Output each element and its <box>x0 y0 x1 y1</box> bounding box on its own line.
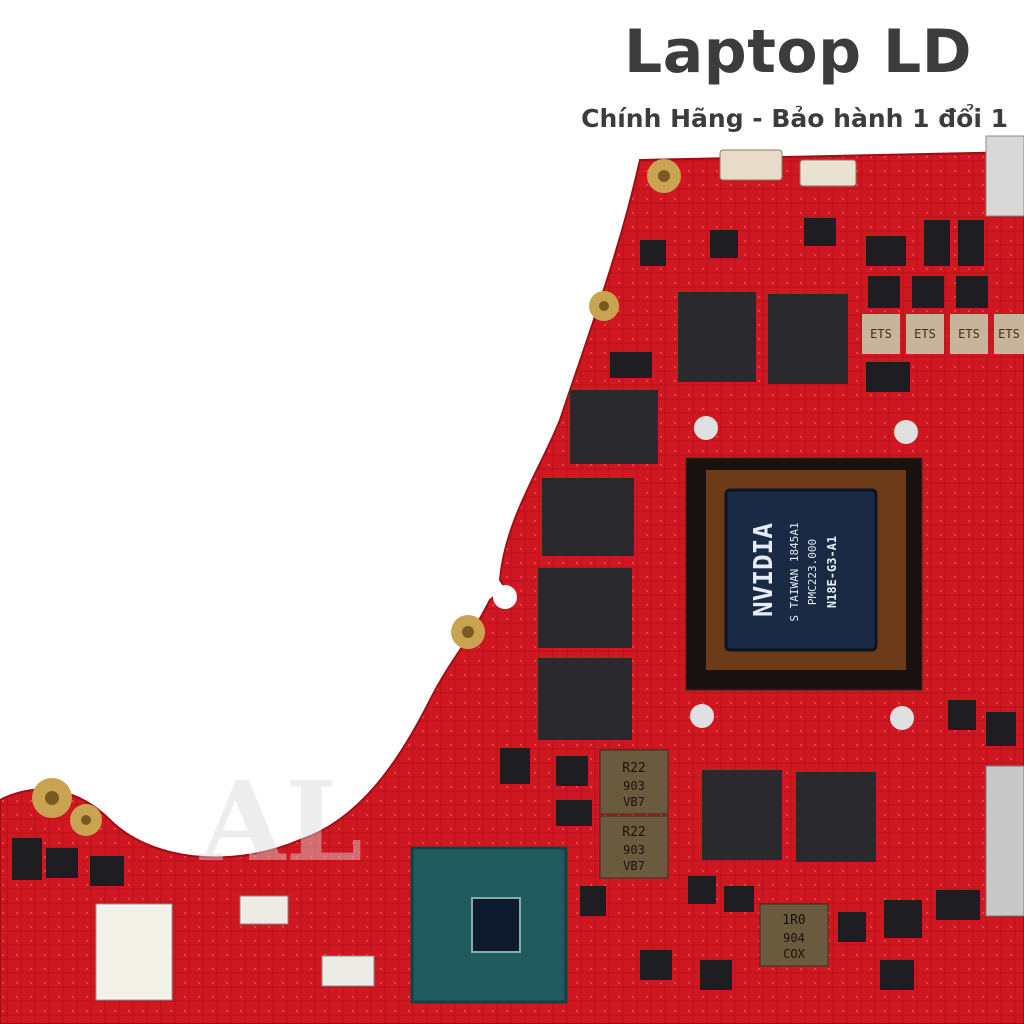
brand-subtitle: Chính Hãng - Bảo hành 1 đổi 1 <box>581 104 1008 133</box>
usb-port <box>985 135 1024 217</box>
vram-chip <box>570 390 658 464</box>
gpu-die <box>724 488 878 652</box>
inductor-marking: VB7 <box>623 795 645 809</box>
small-inductor-marking: ETS <box>998 327 1020 341</box>
top-connector <box>719 149 783 181</box>
board-notch <box>493 585 517 609</box>
inductor-marking: 903 <box>623 779 645 793</box>
top-connector <box>799 159 857 187</box>
gpu-marking-line: PMC223.000 <box>806 539 819 605</box>
vram-chip <box>796 772 876 862</box>
vram-chip <box>542 478 634 556</box>
small-inductor-marking: ETS <box>914 327 936 341</box>
power-inductor <box>599 815 669 879</box>
gpu-marking-line: S TAIWAN 1845A1 <box>788 522 801 621</box>
brand-title: Laptop LD <box>624 17 972 87</box>
vram-chip <box>538 568 632 648</box>
small-components <box>12 218 1016 990</box>
inductor-marking: 1R0 <box>782 913 805 928</box>
inductor-marking: R22 <box>622 825 645 840</box>
small-inductor-marking: ETS <box>870 327 892 341</box>
mount-hole <box>690 704 714 728</box>
vram-chip <box>538 658 632 740</box>
connector <box>321 955 375 987</box>
small-inductor-row <box>862 314 1024 354</box>
vram-chip <box>702 770 782 860</box>
power-inductor <box>599 749 669 815</box>
inductor-marking: R22 <box>622 761 645 776</box>
connector <box>239 895 289 925</box>
inductor-marking: VB7 <box>623 859 645 873</box>
power-inductor <box>759 903 829 967</box>
gpu-marking-line: N18E-G3-A1 <box>825 536 839 608</box>
small-inductor-marking: ETS <box>958 327 980 341</box>
gpu-brand-label: NVIDIA <box>749 523 779 617</box>
vram-chip <box>678 292 756 382</box>
mount-hole <box>894 420 918 444</box>
mount-hole <box>694 416 718 440</box>
inductor-marking: COX <box>783 947 805 961</box>
power-inductors <box>599 749 829 967</box>
pch-chip <box>410 846 568 1004</box>
mount-holes <box>32 159 918 836</box>
watermark-text: AL <box>199 757 363 886</box>
inductor-marking: 904 <box>783 931 805 945</box>
mount-hole <box>890 706 914 730</box>
vram-chip <box>768 294 848 384</box>
side-connector <box>985 765 1024 917</box>
vram-chips <box>538 292 876 862</box>
gpu-package <box>685 457 923 691</box>
inductor-marking: 903 <box>623 843 645 857</box>
wifi-module <box>95 903 173 1001</box>
